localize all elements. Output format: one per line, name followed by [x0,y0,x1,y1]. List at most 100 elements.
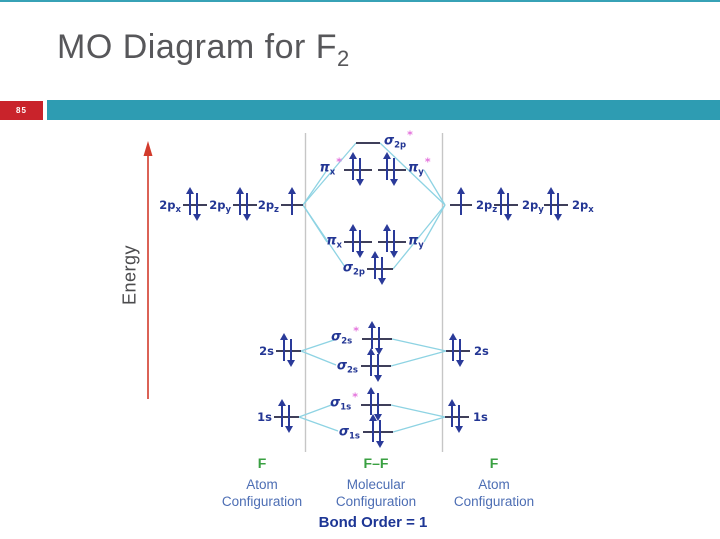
antibonding-star: * [407,128,413,142]
energy-level-left-2s [276,333,301,367]
electron-down-arrow [390,158,398,186]
electron-down-arrow [193,193,201,221]
orbital-label-piy-bonding: πy [408,233,424,251]
orbital-sub: x [175,205,181,215]
orbital-label-sigma1s-antibonding: σ1s* [330,391,358,413]
orbital-sub: x [588,205,594,215]
electron-down-arrow [243,193,251,221]
orbital-label-sigma2p-antibonding: σ2p* [384,129,413,151]
orbital-label-pix-antibonding: πx* [319,156,342,178]
header-accent-bar [47,100,720,120]
electron-up-arrow [349,152,357,180]
caption-left-line2: Configuration [221,494,303,509]
energy-level-sigma2s-bonding [361,348,391,382]
energy-level-right-2px [544,187,568,221]
page-title: MO Diagram for F2 [57,28,350,72]
energy-level-sigma2s-antibonding [362,321,392,355]
electron-up-arrow [448,399,456,427]
orbital-base: σ [331,329,342,345]
electron-up-arrow [449,333,457,361]
caption-right-line1: Atom [478,477,510,492]
orbital-base: σ [330,395,341,411]
caption-left-line1: Atom [246,477,278,492]
orbital-base: 2s [259,344,274,358]
page-number-badge: 85 [0,101,43,120]
orbital-label-left-1s: 1s [257,410,272,424]
orbital-sub: y [225,205,231,215]
electron-down-arrow [456,339,464,367]
electron-up-arrow [368,321,376,349]
orbital-label-sigma1s-bonding: σ1s [338,424,360,442]
page-title-text: MO Diagram for F [57,28,338,66]
orbital-base: 1s [257,410,272,424]
orbital-sub: z [274,205,279,215]
orbital-sub: 1s [340,402,352,413]
orbital-base: σ [342,260,353,276]
electron-up-arrow [349,224,357,252]
orbital-base: σ [338,424,350,440]
electron-up-arrow [497,187,505,215]
orbital-sub: y [538,205,544,215]
orbital-base: 2p [476,198,493,212]
electron-up-arrow [383,152,391,180]
orbital-base: π [408,233,419,249]
electron-down-arrow [285,405,293,433]
energy-level-left-2py [233,187,257,221]
orbital-label-piy-antibonding: πy* [408,156,431,178]
energy-level-piy-bonding [378,224,406,258]
orbital-sub: 2p [394,140,407,151]
energy-level-sigma1s-antibonding [361,387,391,421]
orbital-sub: y [418,167,424,178]
energy-level-right-1s [445,399,469,433]
electron-up-arrow [367,348,375,376]
energy-level-sigma2p-bonding [367,251,393,285]
electron-up-arrow [457,187,465,215]
electron-down-arrow [455,405,463,433]
orbital-base: π [408,160,419,176]
orbital-base: 2p [159,198,176,212]
orbital-sub: 2s [347,365,358,376]
orbital-base: 2p [572,198,589,212]
orbital-base: 2p [209,198,226,212]
orbital-sub: 1s [349,431,360,442]
orbital-sub: x [336,240,342,251]
orbital-base: π [319,160,330,176]
electron-down-arrow [390,230,398,258]
atom-symbol-left: F [257,455,267,471]
electron-up-arrow [288,187,296,215]
energy-level-left-2pz [281,187,303,215]
orbital-base: 2p [522,198,539,212]
electron-up-arrow [371,251,379,279]
orbital-label-left-2pz: 2pz [257,198,279,215]
energy-axis-arrow [143,141,153,399]
electron-up-arrow [186,187,194,215]
electron-down-arrow [374,393,382,421]
electron-down-arrow [287,339,295,367]
caption-mid-line1: Molecular [346,477,406,492]
electron-up-arrow [280,333,288,361]
orbital-label-sigma2s-antibonding: σ2s* [331,325,359,347]
orbital-label-sigma2s-bonding: σ2s [336,358,358,376]
bond-order-label: Bond Order = 1 [318,514,428,531]
orbital-base: 1s [473,410,488,424]
antibonding-star: * [336,155,342,169]
orbital-sub: 2p [353,267,365,278]
orbital-label-left-2px: 2px [159,198,181,215]
orbital-label-left-2py: 2py [209,198,231,215]
electron-down-arrow [375,327,383,355]
orbital-label-pix-bonding: πx [326,234,342,251]
orbital-base: 2p [257,198,275,212]
energy-level-left-2px [183,187,207,221]
energy-level-sigma2p-antibonding [356,142,380,144]
orbital-base: σ [336,358,348,374]
electron-down-arrow [374,354,382,382]
energy-level-pix-antibonding [344,152,372,186]
energy-level-right-2py [494,187,518,221]
orbital-base: σ [384,133,395,149]
antibonding-star: * [353,324,359,338]
electron-up-arrow [278,399,286,427]
orbital-label-sigma2p-bonding: σ2p [342,260,365,278]
caption-mid-line2: Configuration [335,494,417,509]
electron-down-arrow [356,158,364,186]
